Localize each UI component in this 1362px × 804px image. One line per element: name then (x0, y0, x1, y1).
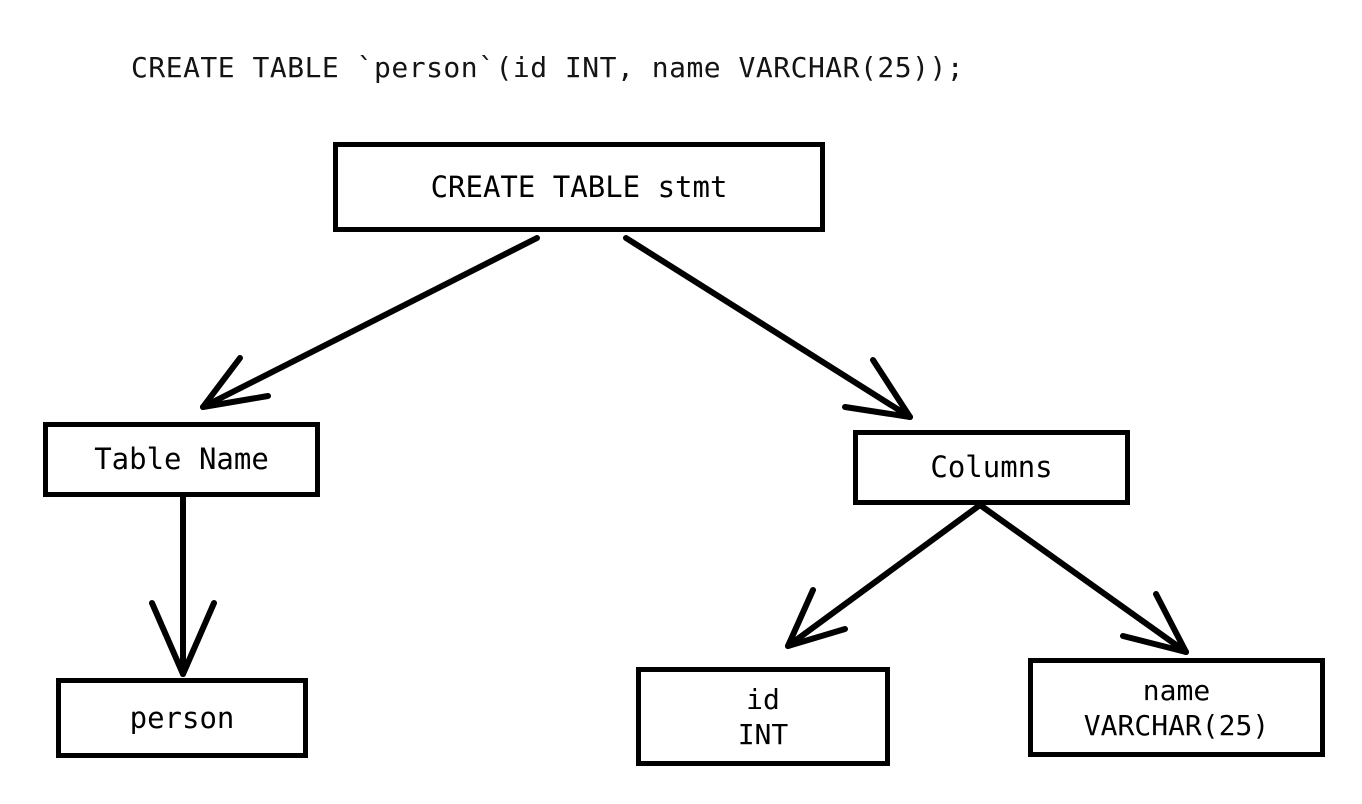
node-columns-label: Columns (930, 450, 1053, 485)
node-create-table-stmt-label: CREATE TABLE stmt (430, 169, 728, 204)
node-column-name-type: VARCHAR(25) (1083, 708, 1270, 742)
node-columns[interactable]: Columns (853, 430, 1130, 505)
edge-root-to-table-name (200, 235, 540, 410)
edge-columns-to-name (977, 502, 1189, 655)
node-column-name[interactable]: name VARCHAR(25) (1028, 658, 1325, 757)
node-column-name-name: name (1142, 673, 1211, 707)
node-column-id[interactable]: id INT (636, 667, 890, 766)
node-create-table-stmt[interactable]: CREATE TABLE stmt (333, 142, 825, 232)
node-column-id-type: INT (737, 717, 789, 751)
node-table-name[interactable]: Table Name (43, 422, 320, 497)
edge-root-to-columns (623, 235, 913, 420)
edge-table-name-to-person (149, 494, 217, 677)
node-person[interactable]: person (56, 678, 308, 758)
node-person-label: person (129, 700, 235, 735)
node-table-name-label: Table Name (94, 442, 269, 477)
node-column-id-name: id (746, 682, 780, 716)
sql-statement-caption: CREATE TABLE `person`(id INT, name VARCH… (131, 51, 965, 84)
edge-columns-to-id (785, 502, 983, 649)
